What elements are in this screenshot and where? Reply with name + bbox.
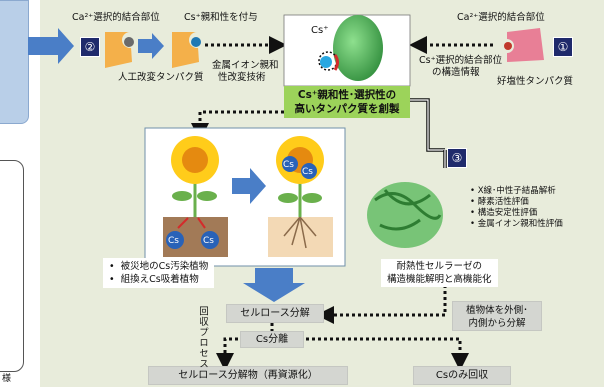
sunflower-1 — [171, 136, 219, 184]
plant-bullet: • 組換えCs吸着植物 — [109, 274, 199, 285]
metal-tech-line1: 金属イオン親和 — [212, 60, 279, 71]
analysis-item: • 酵素活性評価 — [470, 197, 529, 207]
create-protein-title: Cs⁺親和性･選択性の 高いタンパク質を創製 — [284, 86, 410, 118]
ca-protein-shape — [105, 32, 138, 68]
cellulase-line2: 構造機能解明と高機能化 — [387, 274, 492, 285]
step-number-1: ① — [553, 37, 573, 57]
metal-tech-line2: 性改変技術 — [218, 72, 266, 83]
step-number-3: ③ — [447, 148, 467, 168]
cs-badge: Cs — [283, 160, 294, 170]
halophilic-protein-shape — [500, 28, 544, 62]
cs-badge: Cs — [168, 236, 179, 246]
cs-badge: Cs — [203, 236, 214, 246]
down-arrow — [243, 268, 305, 302]
analysis-list: • X線･中性子結晶解析 • 酵素活性評価 • 構造安定性評価 • 金属イオン親… — [470, 186, 563, 230]
cellulase-structure — [367, 182, 443, 248]
input-arrow — [28, 28, 74, 64]
cs-badge: Cs — [302, 167, 313, 177]
cellulase-label: 耐熱性セルラーゼの 構造機能解明と高機能化 — [381, 259, 498, 287]
ca-site-right-label: Ca²⁺選択的結合部位 — [457, 12, 545, 23]
create-title-line1: Cs⁺親和性･選択性の — [297, 89, 397, 101]
cs-separation-box: Cs分離 — [240, 331, 304, 348]
left-panel — [0, 0, 29, 124]
create-title-line2: 高いタンパク質を創製 — [294, 103, 400, 115]
mid-arrow — [138, 33, 164, 59]
decompose-line2: 内側から分解 — [468, 318, 526, 329]
analysis-item: • 金属イオン親和性評価 — [470, 219, 563, 229]
analysis-item: • 構造安定性評価 — [470, 208, 538, 218]
halophilic-label: 好塩性タンパク質 — [497, 76, 574, 87]
ca-binding-site-label: Ca²⁺選択的結合部位 — [72, 12, 160, 23]
structure-info-line1: Cs⁺選択的結合部位 — [419, 55, 503, 66]
artificial-protein-label: 人工改変タンパク質 — [118, 72, 204, 83]
plant-bullets: • 被災地のCs汚染植物 • 組換えCs吸着植物 — [103, 258, 215, 288]
analysis-item: • X線･中性子結晶解析 — [470, 186, 556, 196]
plant-bullet: • 被災地のCs汚染植物 — [109, 261, 209, 272]
recovery-process-label: 回収プロセス — [197, 306, 208, 369]
cs-protein-shape — [172, 32, 205, 68]
plant-arrow — [232, 168, 266, 204]
cs-ion-label: Cs⁺ — [311, 25, 329, 36]
cs-recovery-box: Csのみ回収 — [413, 366, 511, 385]
decomposition-product-box: セルロース分解物（再資源化） — [148, 366, 348, 385]
decompose-plant-box: 植物体を外側･ 内側から分解 — [452, 301, 542, 331]
step-number-2: ② — [80, 37, 100, 57]
cellulose-decomposition-box: セルロース分解 — [226, 304, 324, 323]
structure-info-line2: の構造情報 — [432, 67, 480, 78]
stray-text: 様 — [2, 374, 12, 384]
left-text-panel — [0, 160, 24, 372]
cs-affinity-label: Cs⁺親和性を付与 — [184, 12, 258, 23]
cellulase-line1: 耐熱性セルラーゼの — [396, 261, 483, 272]
decompose-line1: 植物体を外側･ — [466, 305, 528, 316]
